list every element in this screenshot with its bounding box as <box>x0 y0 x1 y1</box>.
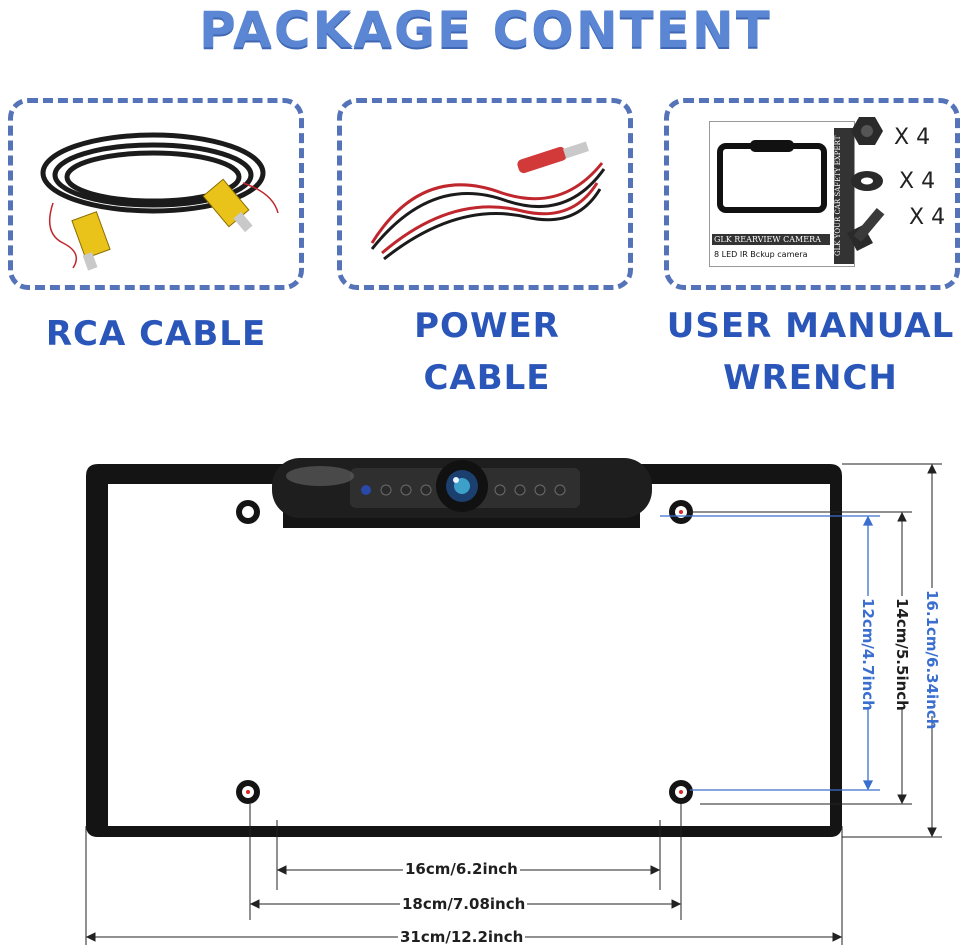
license-frame-diagram <box>85 458 942 945</box>
hardware-image <box>847 117 885 251</box>
total-width-label: 31cm/12.2inch <box>398 928 526 946</box>
washer-quantity: X 4 <box>899 169 936 194</box>
height-dimension-lines <box>660 463 942 838</box>
user-manual-box: GLK REARVIEW CAMERA 8 LED IR Bckup camer… <box>664 98 960 290</box>
manual-cover-title: GLK REARVIEW CAMERA <box>712 234 830 245</box>
mounting-holes <box>236 500 693 804</box>
inner-height-label: 12cm/4.7inch <box>859 596 877 711</box>
manual-cover-subtitle: 8 LED IR Bckup camera <box>714 250 808 259</box>
page-title: PACKAGE CONTENT <box>199 1 772 59</box>
rca-cable-image <box>40 132 279 271</box>
inner-width-label: 16cm/6.2inch <box>403 860 520 878</box>
caption-power-cable: POWER CABLE <box>337 300 637 404</box>
license-frame <box>86 464 842 837</box>
hole-height-label: 14cm/5.5inch <box>893 596 911 711</box>
caption-power-line1: POWER <box>414 306 560 346</box>
caption-manual-line2: WRENCH <box>723 358 898 398</box>
camera-bar <box>272 458 652 518</box>
power-cable-image <box>370 141 606 261</box>
power-cable-box <box>337 98 633 290</box>
hole-width-label: 18cm/7.08inch <box>400 895 528 913</box>
caption-power-line2: CABLE <box>423 358 551 398</box>
caption-manual-line1: USER MANUAL <box>666 306 955 346</box>
user-manual-image: GLK REARVIEW CAMERA 8 LED IR Bckup camer… <box>709 121 855 267</box>
nut-quantity: X 4 <box>894 125 931 150</box>
caption-rca-text: RCA CABLE <box>45 314 267 354</box>
frame-thumbnail-icon <box>717 140 827 213</box>
rca-cable-box <box>8 98 304 290</box>
screw-quantity: X 4 <box>909 205 946 230</box>
caption-rca-cable: RCA CABLE <box>8 308 304 360</box>
caption-user-manual: USER MANUAL WRENCH <box>650 300 971 404</box>
total-height-label: 16.1cm/6.34inch <box>923 588 941 730</box>
